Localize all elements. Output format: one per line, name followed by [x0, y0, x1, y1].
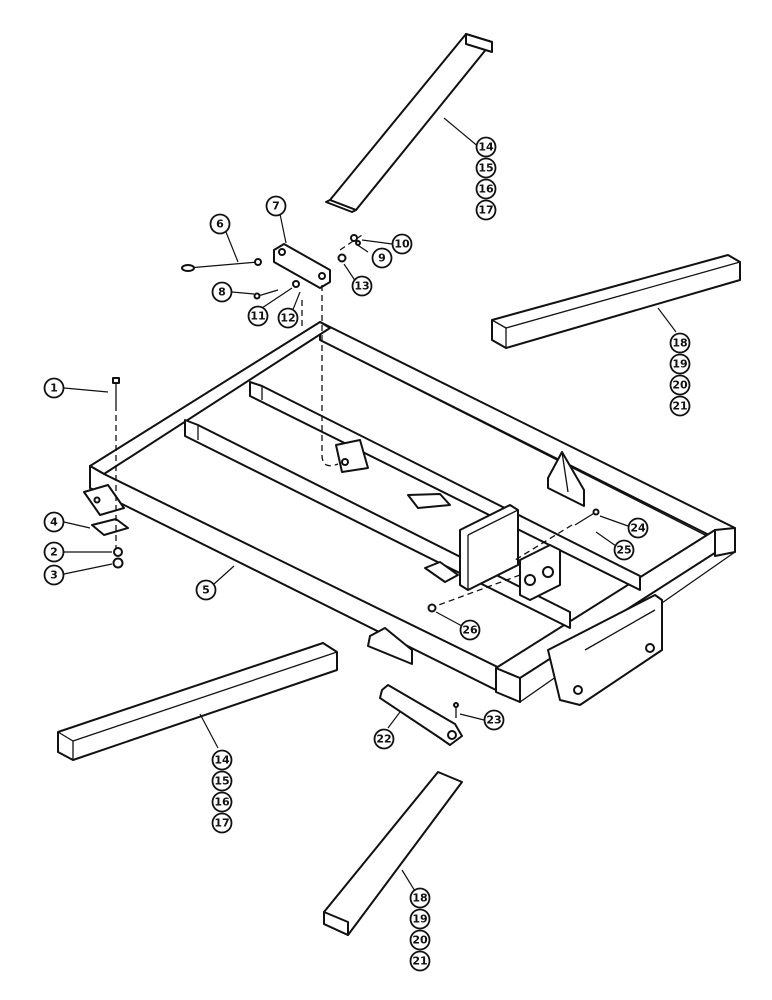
callout-11: 11: [247, 305, 269, 327]
callout-label: 25: [616, 544, 631, 557]
callout-19-bottom: 19: [409, 908, 431, 930]
callout-21-right: 21: [669, 395, 691, 417]
callout-label: 22: [376, 733, 391, 746]
callout-label: 20: [412, 934, 428, 947]
callout-19-right: 19: [669, 353, 691, 375]
callout-label: 21: [412, 955, 427, 968]
beam-lower-left: [57, 642, 338, 761]
callout-label: 8: [218, 286, 226, 299]
callout-label: 17: [478, 204, 493, 217]
callout-5: 5: [195, 579, 217, 601]
callout-14-lower: 14: [211, 749, 233, 771]
callout-label: 20: [672, 379, 688, 392]
callout-20-bottom: 20: [409, 929, 431, 951]
leader-lines: [63, 117, 677, 897]
callout-label: 26: [462, 624, 478, 637]
callout-18-bottom: 18: [409, 887, 431, 909]
callout-label: 6: [216, 218, 224, 231]
callout-label: 19: [672, 358, 687, 371]
callout-3: 3: [43, 564, 65, 586]
callout-1: 1: [43, 377, 65, 399]
callout-label: 2: [50, 546, 58, 559]
callout-label: 16: [478, 183, 494, 196]
callout-25: 25: [613, 539, 635, 561]
callout-label: 14: [478, 141, 494, 154]
callout-7: 7: [265, 195, 287, 217]
callout-label: 18: [412, 892, 427, 905]
callout-17-lower: 17: [211, 812, 233, 834]
callout-2: 2: [43, 541, 65, 563]
callout-label: 5: [202, 584, 210, 597]
callout-label: 16: [214, 796, 230, 809]
callout-label: 4: [50, 516, 58, 529]
callout-label: 13: [354, 280, 369, 293]
beam-right-upper: [491, 254, 741, 349]
callout-16-lower: 16: [211, 791, 233, 813]
main-frame: [83, 321, 736, 706]
callout-22: 22: [373, 728, 395, 750]
callout-label: 12: [280, 312, 295, 325]
callout-label: 9: [378, 252, 386, 265]
callout-12: 12: [277, 307, 299, 329]
beam-bottom: [323, 771, 463, 936]
callout-26: 26: [459, 619, 481, 641]
callout-24: 24: [627, 517, 649, 539]
beam-top: [325, 33, 493, 213]
callout-label: 18: [672, 337, 687, 350]
callout-label: 15: [214, 775, 229, 788]
assembly-lines: [115, 232, 573, 607]
callout-label: 23: [486, 714, 501, 727]
callout-18-right: 18: [669, 332, 691, 354]
hardware: [91, 234, 600, 746]
callout-label: 11: [250, 310, 265, 323]
callout-label: 3: [50, 569, 58, 582]
callout-6: 6: [209, 213, 231, 235]
callout-label: 15: [478, 162, 493, 175]
callout-21-bottom: 21: [409, 950, 431, 972]
callout-label: 1: [50, 382, 58, 395]
callout-10: 10: [391, 233, 413, 255]
callout-14-top: 14: [475, 136, 497, 158]
callout-label: 17: [214, 817, 229, 830]
callout-23: 23: [483, 709, 505, 731]
callout-17-top: 17: [475, 199, 497, 221]
callout-13: 13: [351, 275, 373, 297]
callout-label: 10: [394, 238, 410, 251]
callout-label: 14: [214, 754, 230, 767]
callout-8: 8: [211, 281, 233, 303]
callout-label: 7: [272, 200, 280, 213]
callout-16-top: 16: [475, 178, 497, 200]
callout-9: 9: [371, 247, 393, 269]
callout-15-top: 15: [475, 157, 497, 179]
callout-20-right: 20: [669, 374, 691, 396]
callout-label: 19: [412, 913, 427, 926]
callout-4: 4: [43, 511, 65, 533]
callout-label: 24: [630, 522, 646, 535]
callout-15-lower: 15: [211, 770, 233, 792]
callout-label: 21: [672, 400, 687, 413]
